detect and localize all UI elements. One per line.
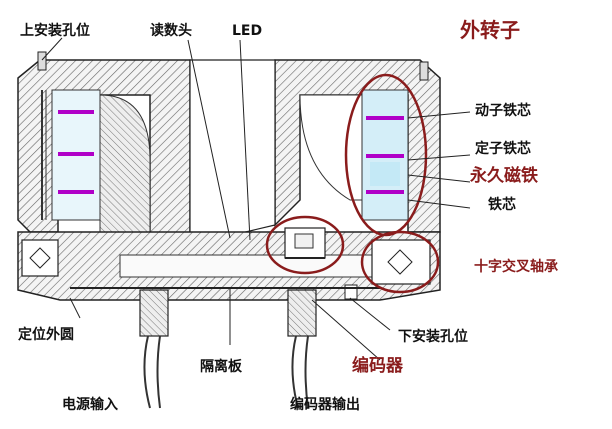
label-cross-roller-bearing: 十字交叉轴承 — [474, 259, 558, 275]
center-cavity — [189, 59, 276, 246]
cables — [139, 289, 317, 409]
encoder-block — [284, 227, 326, 259]
label-locating-outer-circle: 定位外圆 — [18, 327, 74, 343]
cross-roller-bearings — [21, 239, 431, 285]
encoder-highlight-ring — [265, 215, 345, 275]
left-coil-stack — [41, 89, 101, 221]
label-encoder: 编码器 — [352, 356, 403, 376]
label-power-input: 电源输入 — [62, 397, 118, 413]
label-iron-core: 铁芯 — [488, 197, 516, 213]
highlight-rings — [265, 73, 440, 294]
left-inner-arc — [99, 94, 151, 246]
label-led: LED — [232, 23, 263, 39]
label-isolation-plate: 隔离板 — [200, 359, 242, 375]
label-permanent-magnet: 永久磁铁 — [470, 166, 538, 186]
label-stator-core: 定子铁芯 — [475, 141, 531, 157]
label-rotor-core: 动子铁芯 — [475, 103, 531, 119]
right-magnet-stack — [361, 89, 409, 221]
label-upper-mount-hole: 上安装孔位 — [20, 23, 90, 39]
base-inner-slot — [119, 254, 381, 278]
label-encoder-output: 编码器输出 — [290, 397, 360, 413]
leader-lines — [41, 37, 471, 361]
bearing-highlight-ring — [360, 230, 440, 294]
label-outer-rotor: 外转子 — [460, 18, 520, 42]
label-lower-mount-hole: 下安装孔位 — [398, 329, 468, 345]
label-reader-head: 读数头 — [150, 23, 192, 39]
